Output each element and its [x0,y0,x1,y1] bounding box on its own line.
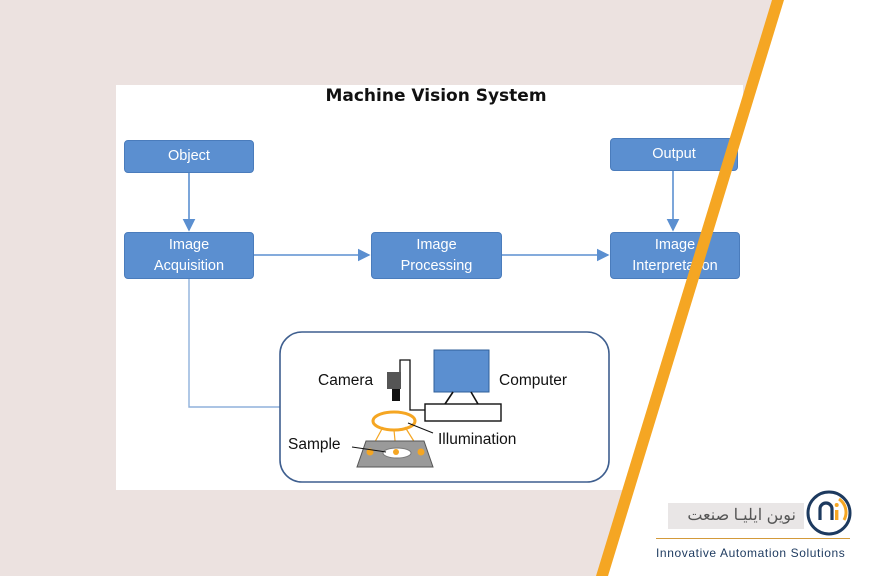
camera-label: Camera [318,372,374,389]
brand-tagline: Innovative Automation Solutions [656,546,846,560]
output-node-label: Output [652,146,696,162]
image-acquisition-label: Image Acquisition [153,236,225,274]
brand-divider [656,538,850,539]
image-acquisition-node: Image Acquisition [124,232,254,279]
brand-name-persian: نوین ایلیـا صنعت [668,503,804,529]
image-processing-label: Image Processing [400,236,473,274]
object-node: Object [124,140,254,173]
object-node-label: Object [168,148,210,164]
output-node: Output [610,138,738,171]
illumination-label: Illumination [438,431,517,448]
image-processing-node: Image Processing [371,232,502,279]
diagram-title: Machine Vision System [325,86,547,106]
sample-label: Sample [288,436,341,453]
brand-logo [806,490,852,536]
computer-label: Computer [499,372,568,389]
